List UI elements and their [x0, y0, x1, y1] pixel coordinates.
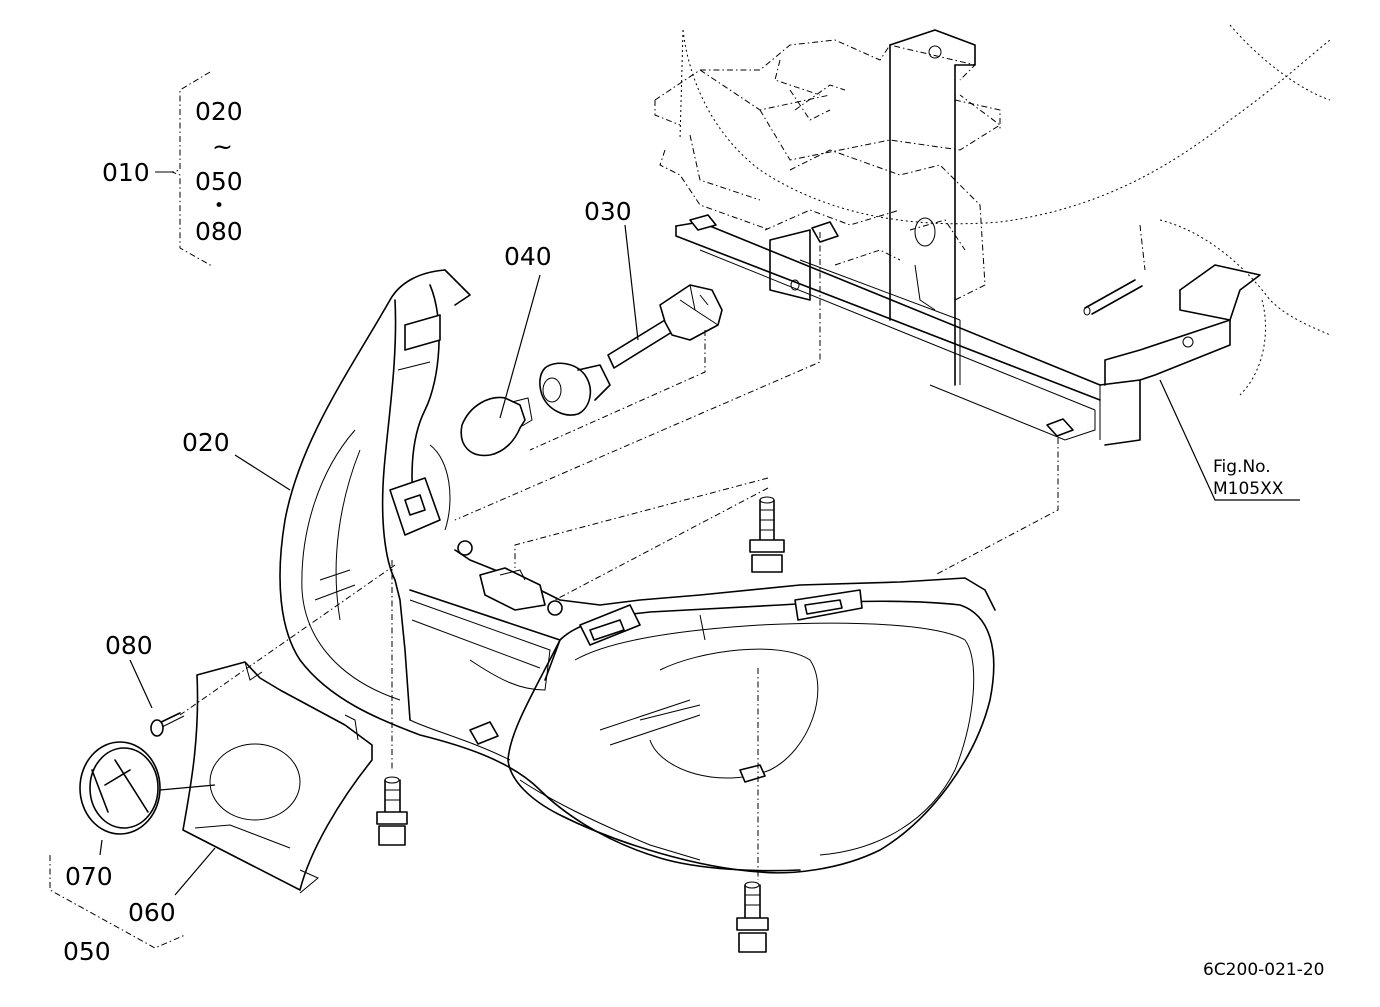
figure-ref-number: M105XX: [1213, 479, 1284, 499]
label-040: 040: [504, 242, 552, 271]
bolt-lower-right: [736, 881, 769, 953]
label-020: 020: [182, 428, 230, 457]
figure-ref-label: Fig.No.: [1213, 457, 1271, 477]
bolt-lower-left: [376, 776, 408, 846]
label-080-group: 080: [195, 217, 243, 246]
kit-bracket-010: [155, 71, 213, 267]
range-tilde: ~: [212, 132, 233, 161]
label-020-group: 020: [195, 97, 243, 126]
label-060: 060: [128, 898, 176, 927]
drawing-number: 6C200-021-20: [1203, 960, 1324, 980]
bolt-upper: [749, 496, 785, 573]
emblem-070: [79, 741, 161, 835]
label-050: 050: [63, 937, 111, 966]
screw-080: [150, 712, 185, 737]
label-070: 070: [65, 862, 113, 891]
label-030: 030: [584, 197, 632, 226]
leader-lines: [99, 224, 1300, 896]
label-010: 010: [102, 158, 150, 187]
label-050-group: 050: [195, 167, 243, 196]
mounting-frame: [654, 24, 1331, 446]
socket-030: [539, 284, 723, 416]
cover-060: [182, 661, 373, 894]
bulb-040: [460, 396, 533, 457]
label-080: 080: [105, 631, 153, 660]
headlamp-housing: [279, 269, 996, 874]
kit-bracket-050: [49, 855, 186, 949]
list-bullet: •: [214, 196, 224, 216]
